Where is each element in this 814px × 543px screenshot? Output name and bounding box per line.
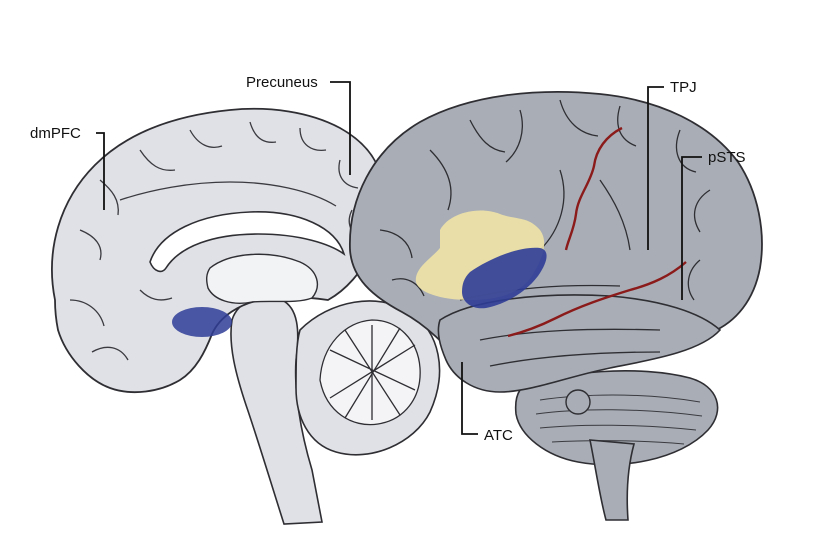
- medial-cerebrum: [51, 107, 385, 394]
- thalamus: [205, 253, 319, 304]
- tpj-label: TPJ: [670, 79, 697, 96]
- pons-bulge: [565, 389, 591, 415]
- cerebellum-folia: [535, 394, 703, 445]
- precuneus-leader-line: [330, 81, 351, 175]
- corpus-callosum: [149, 211, 346, 273]
- medial-brain-view: [51, 107, 441, 525]
- lateral-brainstem: [589, 439, 636, 521]
- atc-label: ATC: [484, 427, 513, 444]
- medial-sulci: [69, 121, 363, 361]
- lateral-brain-view: [349, 90, 763, 521]
- lateral-sulci: [379, 99, 711, 367]
- temporal-lobe: [437, 294, 722, 393]
- arbor-vitae: [319, 319, 421, 426]
- psts-label: pSTS: [708, 149, 746, 166]
- lateral-blue-highlight: [462, 247, 547, 309]
- medial-blue-highlight: [172, 307, 232, 337]
- leader-lines: [96, 81, 702, 435]
- dmpfc-leader-line: [96, 132, 105, 210]
- psts-red-sulcus: [507, 261, 687, 338]
- tpj-leader-line: [647, 86, 664, 250]
- psts-leader-line: [681, 156, 702, 300]
- region-labels: dmPFC Precuneus TPJ pSTS ATC: [30, 74, 746, 444]
- dmpfc-label: dmPFC: [30, 125, 81, 142]
- tpj-red-sulcus: [564, 126, 623, 251]
- atc-leader-line: [461, 362, 478, 435]
- precuneus-label: Precuneus: [246, 74, 318, 91]
